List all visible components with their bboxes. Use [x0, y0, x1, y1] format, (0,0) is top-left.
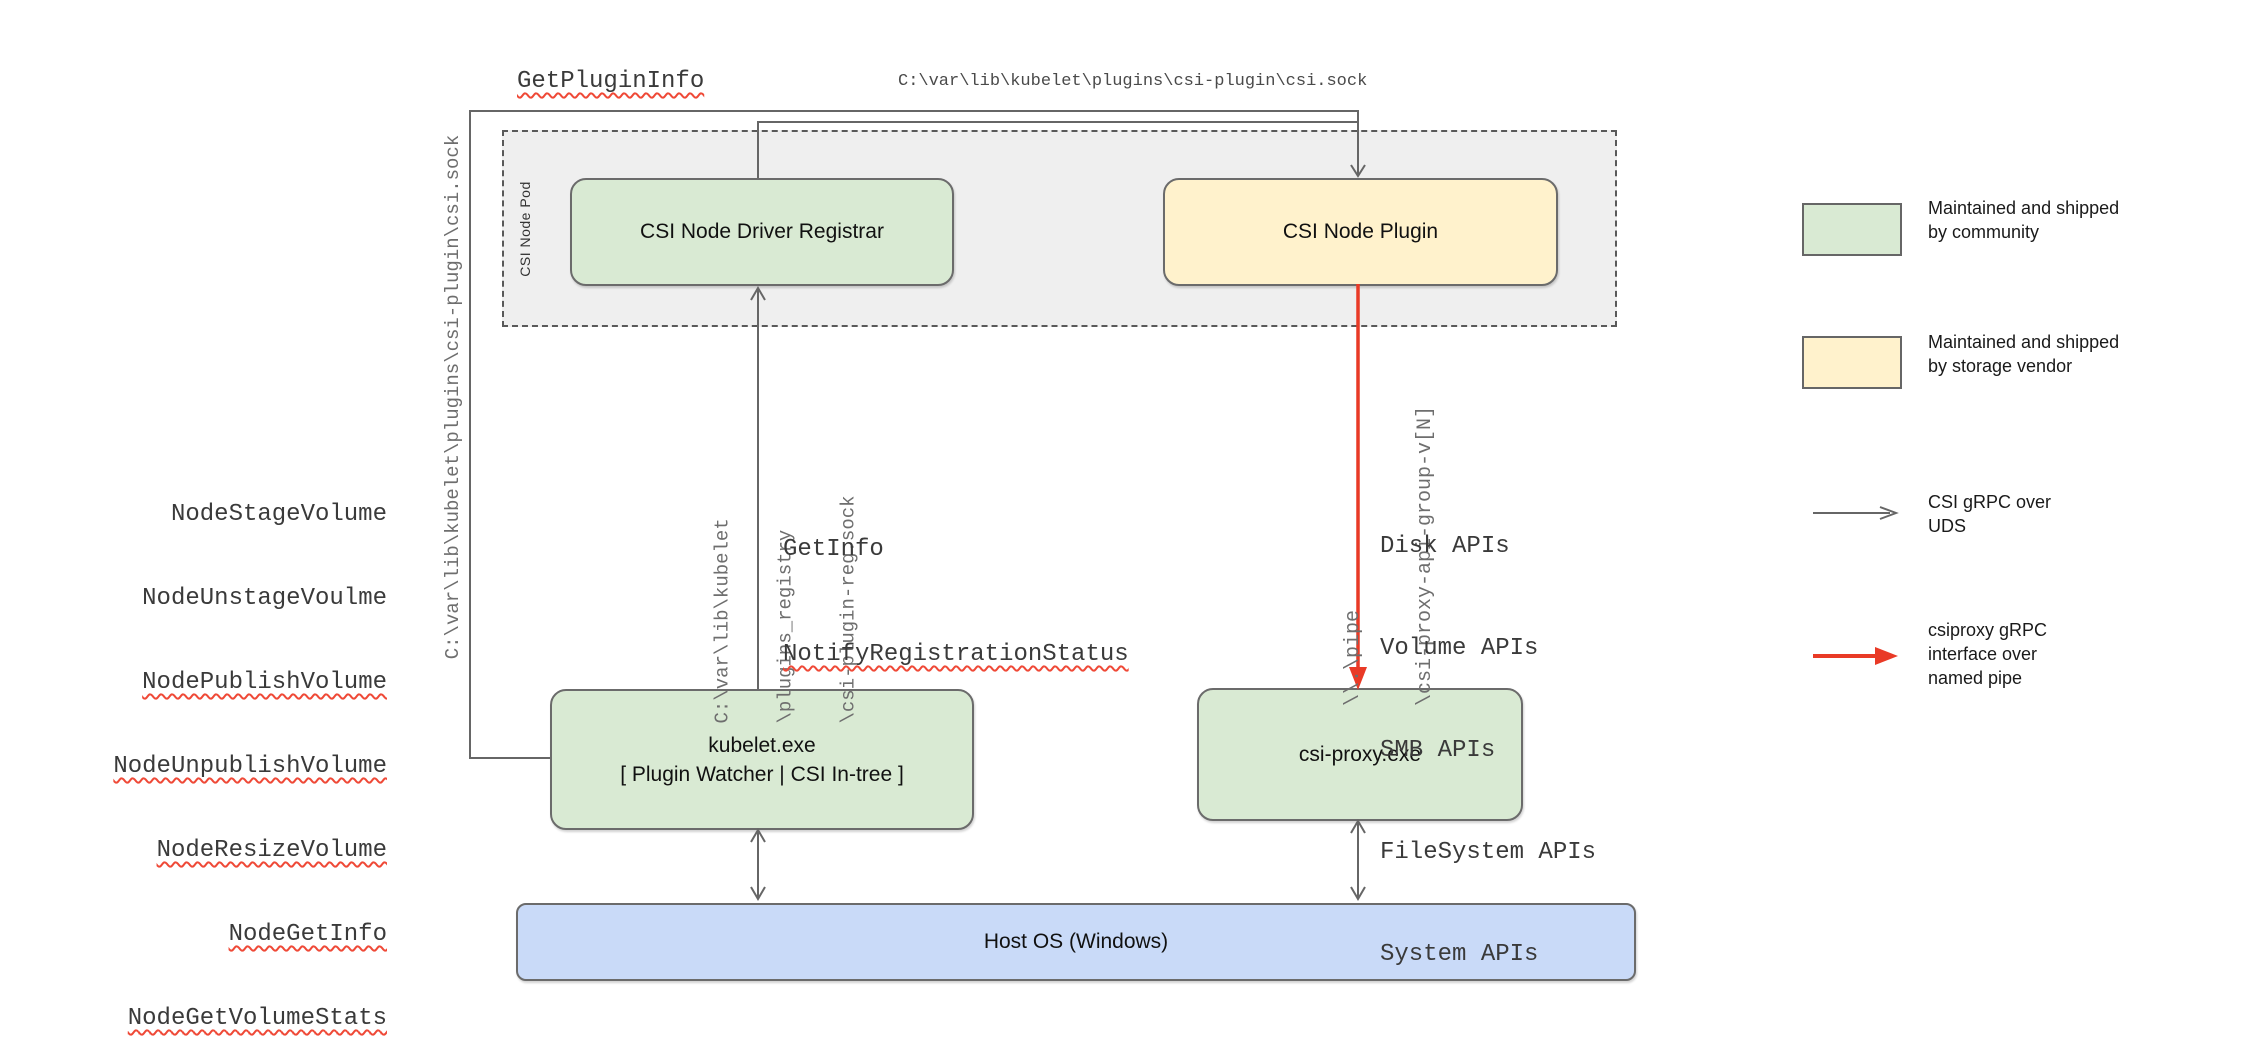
node-call-item: NodeGetInfo [228, 921, 387, 948]
arrowhead-kubelet-hostos-down [750, 886, 766, 901]
legend-community-swatch [1802, 203, 1902, 256]
legend-uds-text: CSI gRPC over UDS [1928, 492, 2052, 536]
node-call-item: NodePublishVolume [142, 669, 387, 696]
arrowhead-kubelet-hostos-up [750, 828, 766, 843]
node-calls-list: NodeStageVolume NodeUnstageVoulme NodePu… [87, 445, 387, 1044]
node-call-item: NodeUnstageVoulme [142, 585, 387, 612]
api-list-item: SMB APIs [1380, 737, 1496, 764]
legend-vendor-text: Maintained and shipped by storage vendor [1928, 332, 2120, 376]
legend-pipe-arrowhead [1875, 647, 1898, 665]
plugin-socket-path-label: C:\var\lib\kubelet\plugins\csi-plugin\cs… [898, 72, 1368, 91]
api-list-item: Disk APIs [1380, 533, 1510, 560]
node-call-item: NodeUnpublishVolume [113, 753, 387, 780]
legend-pipe-text: csiproxy gRPC interface over named pipe [1928, 620, 2048, 688]
legend-community-text: Maintained and shipped by community [1928, 198, 2120, 242]
api-list-item: FileSystem APIs [1380, 839, 1597, 866]
api-list-item: System APIs [1380, 941, 1539, 968]
plugin-label: CSI Node Plugin [1282, 220, 1439, 243]
api-list: Disk APIs Volume APIs SMB APIs FileSyste… [1380, 462, 1596, 1040]
registration-socket-path-vertical-label: C:\var\lib\kubelet \plugins_registry \cs… [711, 495, 860, 724]
arrowhead-csiproxy-hostos-up [1350, 819, 1366, 834]
kubelet-socket-path-vertical-label: C:\var\lib\kubelet\plugins\csi-plugin\cs… [442, 134, 464, 660]
legend-uds-arrowhead [1879, 506, 1899, 520]
csi-node-plugin-node: CSI Node Plugin [1163, 178, 1558, 286]
get-info-label: GetInfo [783, 536, 884, 563]
host-os-label: Host OS (Windows) [983, 930, 1169, 953]
named-pipe-vertical-label: \\.\pipe \csi-proxy-api-group-v[N] [1342, 405, 1437, 706]
registrar-label: CSI Node Driver Registrar [640, 220, 884, 243]
arrowhead-csiproxy-hostos-down [1350, 886, 1366, 901]
csi-node-driver-registrar-node: CSI Node Driver Registrar [570, 178, 954, 286]
legend-vendor-swatch [1802, 336, 1902, 389]
node-call-item: NodeGetVolumeStats [127, 1005, 387, 1032]
registration-calls-block: GetInfo NotifyRegistrationStatus [783, 462, 1129, 742]
csi-node-pod-label: CSI Node Pod [517, 181, 533, 277]
node-call-item: NodeResizeVolume [156, 837, 387, 864]
notify-registration-status-label: NotifyRegistrationStatus [783, 641, 1129, 668]
api-list-item: Volume APIs [1380, 635, 1539, 662]
get-plugin-info-label: GetPluginInfo [517, 68, 705, 95]
node-call-item: NodeStageVolume [170, 501, 387, 528]
kubelet-label-line2: [ Plugin Watcher | CSI In-tree ] [620, 762, 904, 786]
host-os-node: Host OS (Windows) [516, 903, 1636, 981]
